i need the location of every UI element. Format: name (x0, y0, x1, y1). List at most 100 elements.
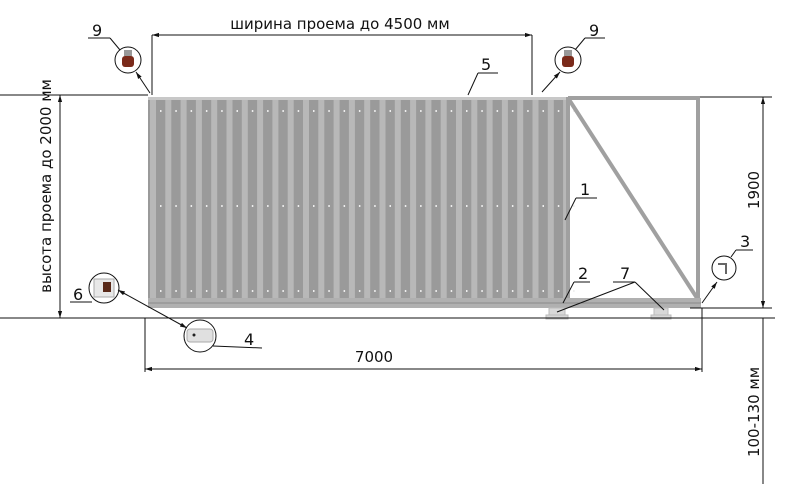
panel-screw (160, 205, 162, 207)
callout-9-right: 9 (589, 21, 599, 40)
panel-screw (374, 110, 376, 112)
panel-rib (318, 100, 325, 298)
panel-screw (236, 110, 238, 112)
panel-screw (511, 110, 514, 112)
panel-screw (313, 110, 315, 112)
panel-rib (532, 100, 539, 298)
panel-screw (328, 290, 330, 292)
panel-screw (496, 110, 499, 112)
opening-height-dimension (0, 94, 148, 318)
panel-screw (374, 205, 376, 207)
panel-rib (211, 100, 218, 298)
panel-screw (435, 110, 437, 112)
panel-screw (420, 205, 422, 207)
callout-3: 3 (740, 232, 750, 251)
panel-screw (267, 205, 269, 207)
panel-screw (297, 205, 300, 207)
panel-screw (481, 110, 483, 112)
panel-rib (165, 100, 172, 298)
panel-screw (542, 290, 544, 292)
panel-screw (358, 290, 361, 292)
panel-screw (328, 205, 330, 207)
panel-screw (358, 205, 361, 207)
panel-screw (404, 290, 407, 292)
panel-screw (496, 290, 499, 292)
panel-screw (282, 205, 284, 207)
panel-screw (205, 290, 208, 292)
panel-screw (297, 110, 300, 112)
panel-screw (267, 290, 269, 292)
panel-screw (236, 290, 238, 292)
panel-screw (313, 290, 315, 292)
panel-screw (404, 110, 407, 112)
panel-rib (547, 100, 554, 298)
panel-rib (471, 100, 478, 298)
panel-rib (348, 100, 355, 298)
panel-screw (466, 205, 468, 207)
panel-screw (343, 110, 346, 112)
opening-height-label: высота проема до 2000 мм (37, 79, 55, 293)
bracket-icon (122, 50, 574, 67)
panel-screw (466, 110, 468, 112)
panel-screw (251, 110, 254, 112)
gate-height-label: 1900 (745, 171, 763, 209)
panel-screw (481, 205, 483, 207)
panel-screw (450, 110, 453, 112)
callout-2: 2 (578, 264, 588, 283)
panel-screw (450, 290, 453, 292)
panel-screw (511, 290, 514, 292)
callout-1: 1 (580, 180, 590, 199)
panel-screw (527, 290, 529, 292)
panel-screw (190, 110, 193, 112)
panel-screw (343, 290, 346, 292)
panel-screw (221, 205, 223, 207)
panel-screw (190, 290, 193, 292)
panel-screw (389, 290, 391, 292)
panel-screw (573, 290, 575, 292)
panel-rib (287, 100, 294, 298)
panel-screw (450, 205, 453, 207)
callout-9-left: 9 (92, 21, 102, 40)
panel-ribs (150, 100, 575, 298)
panel-rib (456, 100, 462, 298)
gate-height-dimension (690, 96, 772, 484)
panel-screw (343, 205, 346, 207)
panel-screw (435, 290, 437, 292)
panel-screw (251, 290, 254, 292)
opening-width-dimension (151, 32, 533, 95)
panel-screw (175, 110, 177, 112)
panel-rib (379, 100, 386, 298)
panel-rib (501, 100, 508, 298)
panel-screw (573, 205, 575, 207)
panel-screw (420, 110, 422, 112)
panel-rib (440, 100, 447, 298)
panel-screw (527, 205, 529, 207)
panel-rib (486, 100, 493, 298)
end-catcher-icon (718, 263, 727, 274)
panel-screw (374, 290, 376, 292)
panel-screw (358, 110, 361, 112)
panel-screw (573, 110, 575, 112)
panel-screw (404, 205, 407, 207)
panel-screw (389, 205, 391, 207)
roller-carriage (545, 307, 672, 320)
panel-rib (364, 100, 371, 298)
panel-screw (251, 205, 254, 207)
panel-screw (160, 290, 162, 292)
panel-screw (221, 110, 223, 112)
gate-frame (566, 96, 700, 300)
opening-width-label: ширина проема до 4500 мм (230, 15, 449, 33)
panel-screw (175, 205, 177, 207)
panel-rib (303, 100, 309, 298)
callout-4: 4 (244, 330, 254, 349)
panel-rib (195, 100, 202, 298)
panel-rib (150, 100, 156, 298)
panel-rib (180, 100, 187, 298)
gate-panel (148, 97, 575, 300)
panel-rib (333, 100, 340, 298)
total-length-label: 7000 (355, 348, 393, 366)
panel-screw (466, 290, 468, 292)
bottom-rail (148, 298, 701, 308)
